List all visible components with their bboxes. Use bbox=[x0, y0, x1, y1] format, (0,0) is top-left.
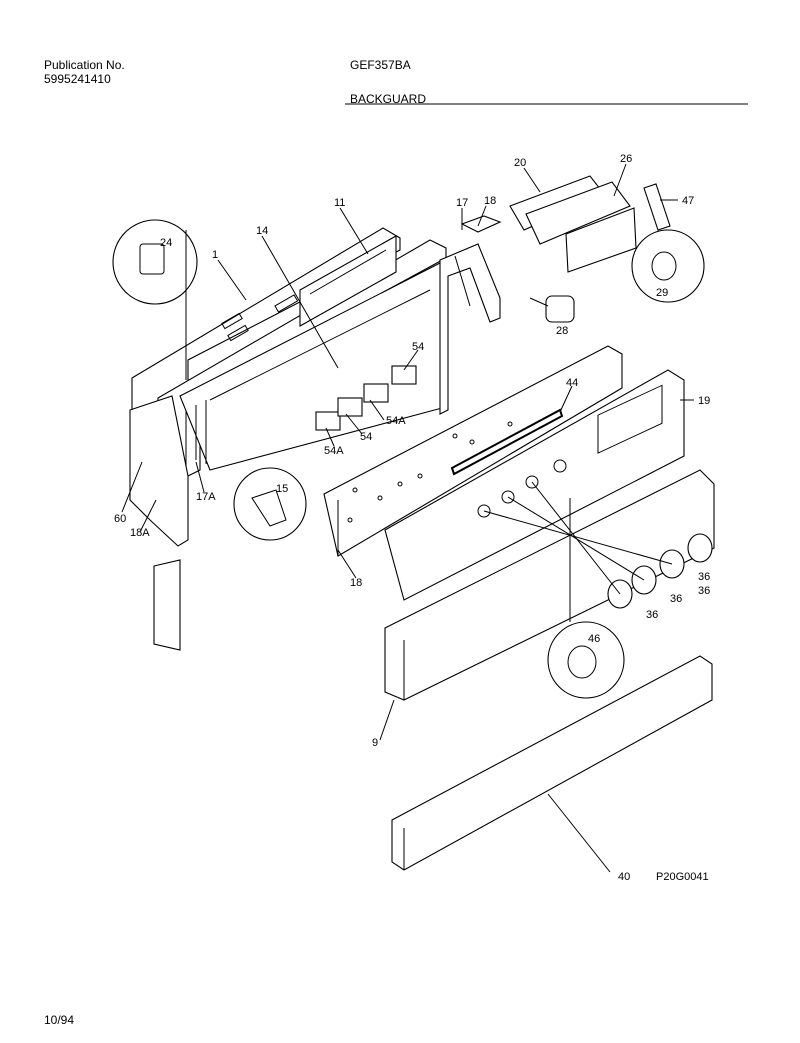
callout-19: 19 bbox=[698, 395, 710, 407]
callout-28: 28 bbox=[556, 325, 568, 337]
callout-17a: 17A bbox=[196, 491, 216, 503]
callout-15: 15 bbox=[276, 483, 288, 495]
section-title: BACKGUARD bbox=[350, 92, 427, 106]
part-end-trim-18a bbox=[129, 395, 189, 651]
revision-date: 10/94 bbox=[44, 1013, 75, 1027]
detail-balloon-15 bbox=[233, 467, 307, 541]
part-lower-trim-9 bbox=[384, 469, 715, 701]
drawing-id: P20G0041 bbox=[656, 871, 709, 883]
callout-17: 17 bbox=[456, 197, 468, 209]
part-top-frame bbox=[299, 235, 397, 327]
callout-60: 60 bbox=[114, 513, 126, 525]
callout-29: 29 bbox=[656, 287, 668, 299]
part-shaft-28 bbox=[529, 295, 575, 323]
callout-24: 24 bbox=[160, 237, 172, 249]
callout-26: 26 bbox=[620, 153, 632, 165]
part-clock-assembly bbox=[509, 175, 671, 273]
callout-14: 14 bbox=[256, 225, 268, 237]
callout-labels: 1 9 11 14 15 17 17A 18 18 18A 19 20 24 2… bbox=[114, 153, 710, 883]
part-end-bracket bbox=[439, 215, 502, 415]
callout-36-d: 36 bbox=[698, 571, 710, 583]
model-number: GEF357BA bbox=[350, 58, 411, 72]
leader-lines bbox=[121, 163, 694, 873]
callout-20: 20 bbox=[514, 157, 526, 169]
callout-36-b: 36 bbox=[670, 593, 682, 605]
callout-11: 11 bbox=[334, 197, 345, 209]
callout-44: 44 bbox=[566, 377, 578, 389]
detail-balloon-46 bbox=[547, 621, 625, 699]
callout-1: 1 bbox=[212, 249, 218, 261]
callout-54-a: 54 bbox=[412, 341, 424, 353]
callout-54-b: 54 bbox=[360, 431, 372, 443]
callout-36-a: 36 bbox=[646, 609, 658, 621]
part-switches bbox=[315, 365, 417, 431]
publication-label: Publication No. bbox=[44, 58, 125, 72]
callout-54a-b: 54A bbox=[324, 445, 344, 457]
detail-balloon-29 bbox=[631, 229, 705, 303]
callout-54a-a: 54A bbox=[386, 415, 406, 427]
detail-balloon-24 bbox=[112, 219, 198, 305]
callout-9: 9 bbox=[372, 737, 378, 749]
callout-46: 46 bbox=[588, 633, 600, 645]
callout-47: 47 bbox=[682, 195, 694, 207]
publication-number: 5995241410 bbox=[44, 72, 111, 86]
callout-18-top: 18 bbox=[484, 195, 496, 207]
callout-40: 40 bbox=[618, 871, 630, 883]
part-trim-rail-40 bbox=[391, 655, 713, 871]
part-control-panel-left bbox=[323, 345, 623, 557]
callout-18-bottom: 18 bbox=[350, 577, 362, 589]
callout-36-c: 36 bbox=[698, 585, 710, 597]
callout-18a: 18A bbox=[130, 527, 150, 539]
